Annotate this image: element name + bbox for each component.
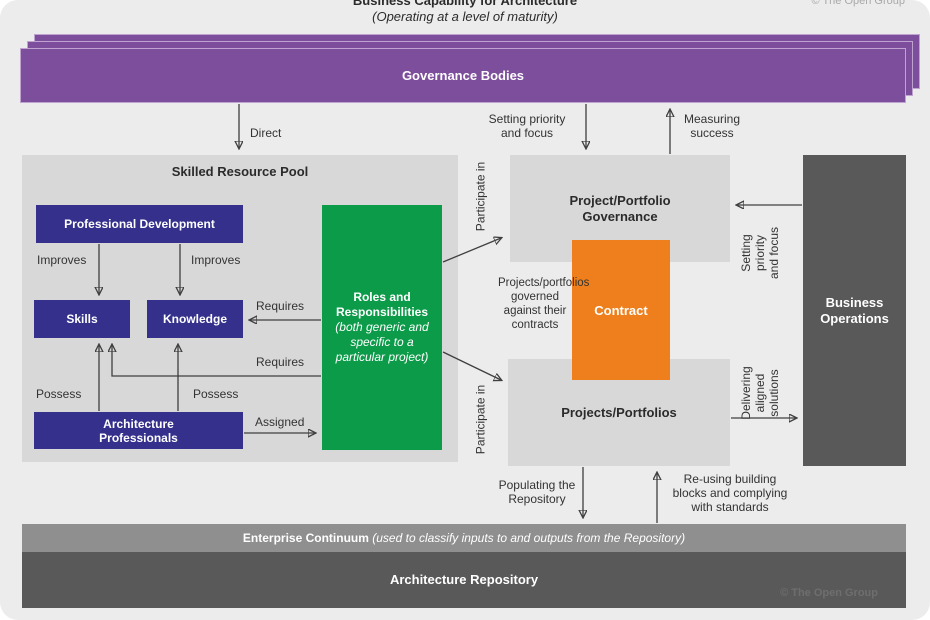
contract-label: Contract	[594, 302, 648, 318]
edge-label-reusing: Re-using building blocks and complying w…	[672, 472, 788, 514]
professional-development-label: Professional Development	[64, 217, 215, 231]
edge-label-assigned: Assigned	[255, 415, 305, 429]
edge-label-possess-left: Possess	[36, 387, 82, 401]
edge-label-possess-right: Possess	[193, 387, 239, 401]
edge-label-setting-priority-top: Setting priority and focus	[488, 112, 566, 140]
governance-banner-label: Governance Bodies	[401, 68, 525, 83]
enterprise-continuum-title: Enterprise Continuum	[242, 531, 369, 545]
knowledge-box: Knowledge	[147, 300, 243, 338]
edge-label-improves-right: Improves	[191, 253, 241, 267]
skills-label: Skills	[66, 312, 98, 326]
contract-box: Contract	[572, 240, 670, 380]
page-title: Business Capability for Architecture	[352, 0, 578, 8]
enterprise-continuum-note: (used to classify inputs to and outputs …	[372, 531, 686, 545]
edge-label-improves-left: Improves	[37, 253, 87, 267]
edge-label-setting-priority-right: Setting priority and focus	[739, 226, 781, 280]
skilled-resource-pool-title: Skilled Resource Pool	[171, 164, 309, 179]
projects-portfolios-label: Projects/Portfolios	[561, 404, 677, 420]
edge-label-participate-in-bottom: Participate in	[473, 384, 487, 455]
architecture-professionals-label: Architecture Professionals	[99, 416, 178, 445]
governance-banner	[20, 48, 906, 103]
edge-label-governed: Projects/portfolios governed against the…	[498, 277, 590, 331]
copyright-bottom: © The Open Group	[780, 587, 878, 599]
roles-responsibilities-subtitle: (both generic and specific to a particul…	[335, 320, 429, 364]
business-operations-label: Business Operations	[820, 294, 889, 326]
page-subtitle: (Operating at a level of maturity)	[372, 9, 558, 24]
edge-label-requires-bottom: Requires	[256, 355, 305, 369]
architecture-professionals-box: Architecture Professionals	[34, 412, 243, 449]
skills-box: Skills	[34, 300, 130, 338]
edge-label-populating: Populating the Repository	[498, 478, 576, 506]
edge-label-delivering: Delivering aligned solutions	[739, 366, 781, 420]
roles-responsibilities-box: Roles and Responsibilities (both generic…	[322, 205, 442, 450]
edge-label-requires-top: Requires	[256, 299, 305, 313]
professional-development-box: Professional Development	[36, 205, 243, 243]
edge-label-direct: Direct	[250, 126, 282, 140]
edge-label-participate-in-top: Participate in	[473, 161, 487, 232]
roles-responsibilities-title: Roles and Responsibilities	[335, 290, 429, 319]
enterprise-continuum-bar: Enterprise Continuum (used to classify i…	[22, 524, 906, 552]
project-portfolio-governance-label: Project/Portfolio Governance	[569, 192, 671, 224]
business-operations-box: Business Operations	[803, 155, 906, 466]
architecture-repository-bar: Architecture Repository © The Open Group	[22, 552, 906, 608]
edge-label-measuring-success: Measuring success	[683, 112, 741, 140]
architecture-repository-label: Architecture Repository	[389, 572, 539, 587]
copyright-top: © The Open Group	[811, 0, 905, 7]
knowledge-label: Knowledge	[162, 312, 227, 326]
